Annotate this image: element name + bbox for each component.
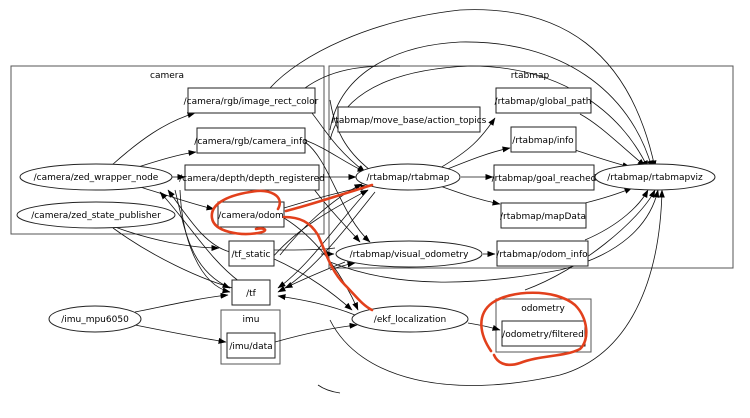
edge-stray	[317, 384, 341, 394]
edge-tfstatic-ekf	[271, 257, 353, 311]
topic-image-rect-color-label: /camera/rgb/image_rect_color	[184, 97, 319, 107]
node-rtabmap[interactable]: /rtabmap/rtabmap	[355, 163, 461, 191]
edge-image-rtabmapviz	[269, 9, 657, 169]
annotation-line-odom-ekf	[282, 215, 374, 312]
edge-tfstatic-rtabmap	[279, 183, 363, 256]
edge-vo-tf	[284, 261, 346, 289]
node-zed-wrapper[interactable]: /camera/zed_wrapper_node	[19, 163, 173, 191]
edge-arc2-rtabmapviz	[329, 41, 653, 169]
edge-arc-rtabmap	[329, 99, 371, 171]
topic-map-data-label: /rtabmap/mapData	[500, 212, 586, 222]
node-zed-wrapper-label: /camera/zed_wrapper_node	[34, 173, 159, 183]
topic-map-data[interactable]: /rtabmap/mapData	[500, 202, 587, 229]
edge-tfstatic-wrapper	[167, 189, 231, 253]
node-zed-state-publisher[interactable]: /camera/zed_state_publisher	[16, 201, 176, 229]
edge-ekf-viz	[329, 189, 665, 386]
annotation-circle-odometry-filtered	[480, 291, 588, 367]
node-ekf-localization[interactable]: /ekf_localization	[351, 305, 469, 333]
edge-mapdata-viz	[584, 187, 633, 204]
node-zed-state-publisher-label: /camera/zed_state_publisher	[31, 211, 161, 221]
topic-camera-odom-label: /camera/odom	[218, 211, 284, 221]
edge-rtabmap-tf2	[277, 191, 376, 293]
edge-globalpath-viz	[579, 113, 646, 167]
topic-global-path-label: /rtabmap/global_path	[495, 97, 592, 107]
edge-rtabmap-tf	[277, 189, 369, 289]
edge-tf-viz	[329, 189, 660, 283]
edge-filtered-viz	[524, 189, 656, 291]
node-imu-mpu6050[interactable]: /imu_mpu6050	[48, 305, 142, 333]
topic-tf-static-label: /tf_static	[232, 250, 271, 260]
edge-caminfo-rtabmap	[304, 139, 366, 173]
node-imu-mpu6050-label: /imu_mpu6050	[61, 315, 129, 325]
cluster-camera-label: camera	[150, 71, 184, 81]
topic-depth-registered-label: /camera/depth/depth_registered	[179, 174, 325, 184]
cluster-imu-label: imu	[243, 315, 260, 325]
topic-camera-odom[interactable]: /camera/odom	[217, 201, 285, 228]
edge-rtabmap-mapdata	[439, 185, 501, 206]
edge-image-up	[304, 65, 401, 89]
edge-imu-tf	[134, 292, 229, 313]
edge-tfstatic-rtabmap2	[271, 189, 369, 259]
edge-ekf-tf	[277, 294, 356, 316]
edge-wrapper-tf	[174, 189, 231, 289]
topic-odometry-filtered-label: /odometry/filtered	[502, 330, 584, 340]
edge-imudata-ekf	[274, 322, 358, 343]
node-visual-odometry[interactable]: /rtabmap/visual_odometry	[335, 240, 483, 268]
cluster-imu: imu	[220, 309, 281, 365]
edge-imu-imudata	[134, 324, 227, 344]
edge-arc3-rtabmapviz	[329, 65, 649, 169]
topic-camera-info-label: /camera/rgb/camera_info	[194, 137, 308, 147]
edge-ekf-filtered	[467, 322, 501, 331]
topic-info[interactable]: /rtabmap/info	[510, 126, 577, 153]
topic-imu-data[interactable]: /imu/data	[226, 332, 276, 359]
node-visual-odometry-label: /rtabmap/visual_odometry	[350, 250, 470, 260]
edge-odominfo-viz	[584, 189, 649, 241]
edge-statepub-tfstatic	[114, 226, 220, 251]
edge-tf-wrapper	[159, 191, 241, 283]
cluster-camera: camera	[10, 65, 325, 235]
topic-action-topics[interactable]: rtabmap/move_base/action_topics	[332, 106, 487, 133]
topic-odom-info[interactable]: /rtabmap/odom_info	[496, 240, 589, 267]
node-ekf-localization-label: /ekf_localization	[374, 315, 446, 325]
cluster-rtabmap-label: rtabmap	[511, 71, 550, 81]
cluster-odometry-label: odometry	[521, 304, 565, 314]
edge-rtabmap-globalpath	[439, 117, 496, 169]
annotation-circle-camera-odom	[210, 189, 281, 236]
topic-odom-info-label: /rtabmap/odom_info	[496, 250, 588, 260]
topic-goal-reached-label: /rtabmap/goal_reached	[492, 174, 597, 184]
topic-depth-registered[interactable]: /camera/depth/depth_registered	[179, 164, 325, 191]
topic-tf-static[interactable]: /tf_static	[228, 240, 275, 267]
annotation-line-odom-rtabmap	[284, 183, 374, 213]
topic-info-label: /rtabmap/info	[512, 136, 574, 146]
topic-action-topics-label: rtabmap/move_base/action_topics	[332, 116, 487, 126]
node-rtabmap-label: /rtabmap/rtabmap	[367, 173, 450, 183]
edges	[111, 9, 665, 394]
edge-wrapper-image	[111, 112, 196, 166]
node-rtabmapviz[interactable]: /rtabmap/rtabmapviz	[594, 163, 716, 191]
edge-info-viz	[574, 149, 631, 169]
topic-odometry-filtered[interactable]: /odometry/filtered	[501, 320, 586, 347]
edge-odom-ekf	[283, 217, 359, 311]
topic-imu-data-label: /imu/data	[229, 342, 272, 352]
topic-global-path[interactable]: /rtabmap/global_path	[495, 87, 592, 114]
annotations	[210, 183, 588, 367]
edge-statepub-tf	[112, 227, 241, 292]
edge-rtabmap-info	[444, 146, 511, 171]
topic-image-rect-color[interactable]: /camera/rgb/image_rect_color	[184, 87, 319, 114]
topic-tf[interactable]: /tf	[231, 279, 271, 306]
node-rtabmapviz-label: /rtabmap/rtabmapviz	[607, 173, 703, 183]
cluster-rtabmap: rtabmap	[328, 65, 734, 269]
topic-tf-label: /tf	[246, 289, 257, 299]
topic-camera-info[interactable]: /camera/rgb/camera_info	[194, 127, 308, 154]
edge-wrapper-odom	[139, 186, 215, 211]
edge-caminfo-vo	[304, 141, 371, 243]
edge-wrapper-tf2	[179, 189, 231, 294]
topic-goal-reached[interactable]: /rtabmap/goal_reached	[492, 164, 597, 191]
